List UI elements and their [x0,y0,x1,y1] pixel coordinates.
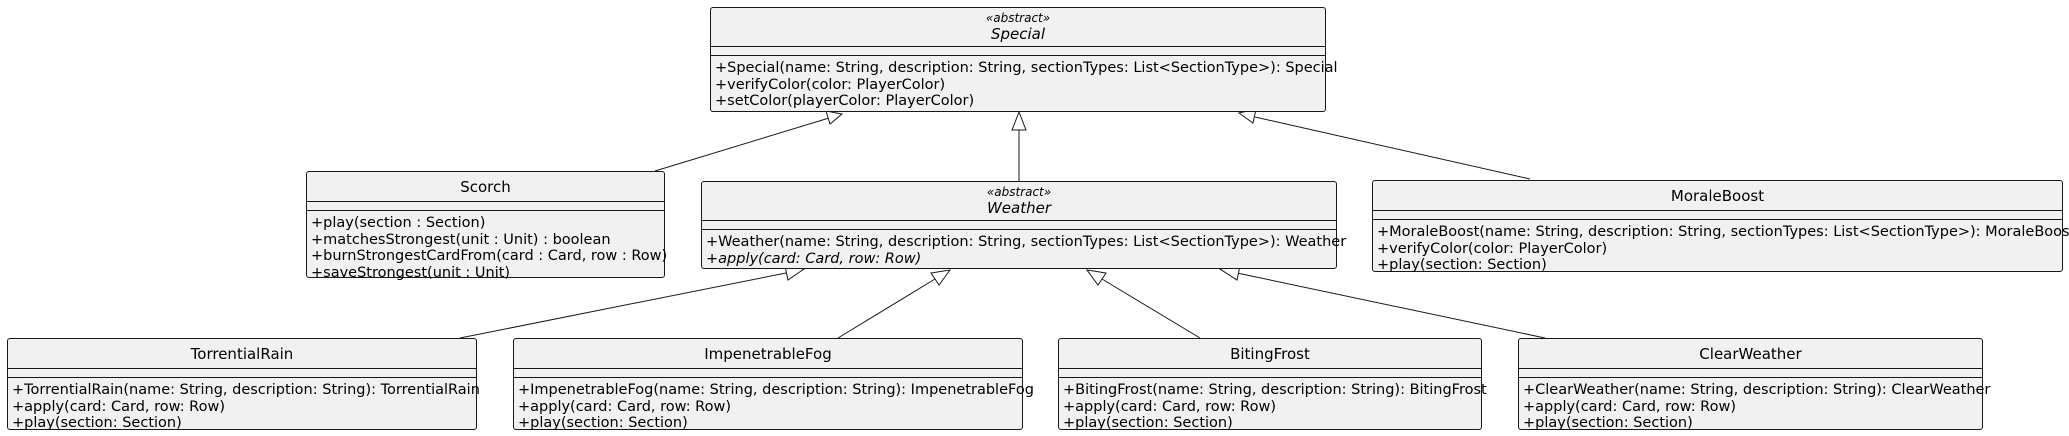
attributes-compartment [514,369,1022,378]
edge-clearweather-weather [1236,272,1546,339]
arrowhead-impenetrablefog-weather [930,269,952,286]
class-bitingfrost: BitingFrost +BitingFrost(name: String, d… [1058,338,1487,431]
class-torrentialrain: TorrentialRain +TorrentialRain(name: Str… [7,338,480,431]
edge-impenetrablefog-weather [837,278,936,339]
method: +play(section : Section) [311,215,486,231]
methods-compartment: +ImpenetrableFog(name: String, descripti… [514,378,1034,435]
methods-compartment: +MoraleBoost(name: String, description: … [1373,220,2069,277]
attributes-compartment [1373,211,2062,220]
method: +setColor(playerColor: PlayerColor) [715,93,975,110]
method: +play(section: Section) [1523,415,1693,432]
attributes-compartment [1519,369,1982,378]
class-name: TorrentialRain [190,345,294,363]
class-name: Weather [986,199,1052,217]
class-clearweather: ClearWeather +ClearWeather(name: String,… [1518,338,1990,431]
method: +play(section: Section) [1063,415,1233,432]
method: +play(section: Section) [12,415,182,432]
method: +apply(card: Card, row: Row) [1523,398,1736,415]
abstract-method: +apply(card: Card, row: Row) [706,250,922,267]
class-header: «abstract» Special [711,8,1325,47]
method: +ClearWeather(name: String, description:… [1523,382,1991,398]
class-weather: «abstract» Weather +Weather(name: String… [701,181,1347,270]
edge-torrentialrain-weather [459,272,787,339]
method: +ImpenetrableFog(name: String, descripti… [518,382,1034,398]
class-name: ImpenetrableFog [704,345,832,363]
method: +verifyColor(color: PlayerColor) [715,76,946,93]
method: +MoraleBoost(name: String, description: … [1377,224,2069,240]
class-special: «abstract» Special +Special(name: String… [710,7,1338,113]
method: +burnStrongestCardFrom(card : Card, row … [311,248,668,265]
class-name: MoraleBoost [1670,187,1765,205]
methods-compartment: +Special(name: String, description: Stri… [711,56,1338,113]
class-header: ImpenetrableFog [514,339,1022,369]
stereotype-label: «abstract» [986,185,1052,199]
attributes-compartment [711,47,1325,56]
method: +Weather(name: String, description: Stri… [706,234,1347,250]
method: +play(section: Section) [518,415,688,432]
method: +BitingFrost(name: String, description: … [1063,382,1487,398]
method: +play(section: Section) [1377,257,1547,274]
method: +apply(card: Card, row: Row) [1063,398,1276,415]
attributes-compartment [307,202,664,211]
class-impenetrablefog: ImpenetrableFog +ImpenetrableFog(name: S… [513,338,1034,431]
arrowhead-weather-special [1011,110,1027,131]
stereotype-label: «abstract» [985,11,1051,25]
methods-compartment: +TorrentialRain(name: String, descriptio… [8,378,480,435]
class-moraleboost: MoraleBoost +MoraleBoost(name: String, d… [1372,180,2069,273]
method: +verifyColor(color: PlayerColor) [1377,240,1608,257]
class-header: «abstract» Weather [702,182,1336,221]
arrowhead-bitingfrost-weather [1085,269,1107,286]
class-scorch: Scorch +play(section : Section) +matches… [306,171,667,281]
class-name: Special [990,25,1046,43]
method: +Special(name: String, description: Stri… [715,60,1338,76]
class-name: ClearWeather [1699,345,1802,363]
method: +TorrentialRain(name: String, descriptio… [12,382,480,398]
class-name: Scorch [460,178,511,196]
class-header: BitingFrost [1059,339,1481,369]
class-header: TorrentialRain [8,339,476,369]
class-header: ClearWeather [1519,339,1982,369]
edge-moraleboost-special [1254,116,1531,180]
methods-compartment: +Weather(name: String, description: Stri… [702,230,1347,270]
attributes-compartment [702,221,1336,230]
edge-bitingfrost-weather [1101,278,1201,339]
methods-compartment: +play(section : Section) +matchesStronge… [307,211,668,285]
method: +matchesStrongest(unit : Unit) : boolean [311,231,611,248]
attributes-compartment [1059,369,1481,378]
method: +apply(card: Card, row: Row) [518,398,731,415]
methods-compartment: +ClearWeather(name: String, description:… [1519,378,1991,435]
arrowhead-scorch-special [825,110,844,125]
attributes-compartment [8,369,476,378]
class-header: MoraleBoost [1373,181,2062,211]
methods-compartment: +BitingFrost(name: String, description: … [1059,378,1487,435]
method: +apply(card: Card, row: Row) [12,398,225,415]
edge-scorch-special [654,117,830,172]
method: +saveStrongest(unit : Unit) [311,265,511,282]
class-header: Scorch [307,172,664,202]
class-name: BitingFrost [1230,345,1310,363]
